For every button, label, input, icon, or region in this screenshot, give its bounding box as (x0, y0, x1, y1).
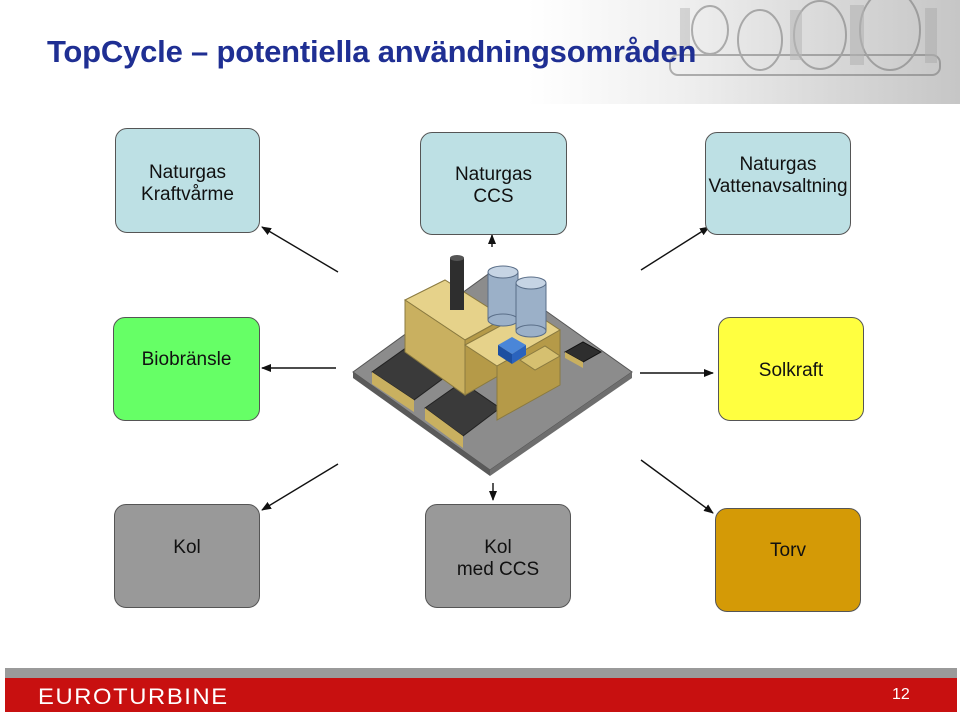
label-naturgas-ccs: Naturgas CCS (454, 164, 533, 207)
label-biobransle: Biobränsle (141, 349, 232, 370)
power-plant-illustration (352, 255, 633, 476)
label-naturgas-kraftvarme: Naturgas Kraftvårme (141, 162, 234, 205)
box-kol: Kol (114, 504, 260, 608)
box-solkraft: Solkraft (718, 317, 864, 421)
box-naturgas-ccs: Naturgas CCS (420, 132, 567, 235)
label-kol-med-ccs: Kol med CCS (456, 537, 540, 580)
box-torv: Torv (715, 508, 861, 612)
box-biobransle: Biobränsle (113, 317, 260, 421)
footer-bar (5, 678, 957, 712)
footer-gray-stripe (5, 668, 957, 678)
label-kol: Kol (173, 537, 201, 558)
arrow-to-naturgas-kraftvarme (261, 226, 339, 273)
page-number: 12 (892, 686, 910, 703)
header-band (0, 0, 960, 104)
box-kol-med-ccs: Kol med CCS (425, 504, 571, 608)
euroturbine-logo: EUROTURBINE (38, 684, 229, 709)
turbine-header-image (669, 0, 941, 76)
box-naturgas-kraftvarme: Naturgas Kraftvårme (115, 128, 260, 233)
label-naturgas-vattenavsaltning: Naturgas Vattenavsaltning (708, 154, 848, 197)
label-torv: Torv (770, 540, 806, 561)
arrow-to-torv (640, 459, 714, 514)
label-solkraft: Solkraft (758, 360, 824, 381)
arrow-to-kol (261, 463, 339, 511)
box-naturgas-vattenavsaltning: Naturgas Vattenavsaltning (705, 132, 851, 235)
page-title: TopCycle – potentiella användningsområde… (47, 34, 697, 69)
arrow-to-naturgas-vattenavsaltning (640, 226, 710, 271)
